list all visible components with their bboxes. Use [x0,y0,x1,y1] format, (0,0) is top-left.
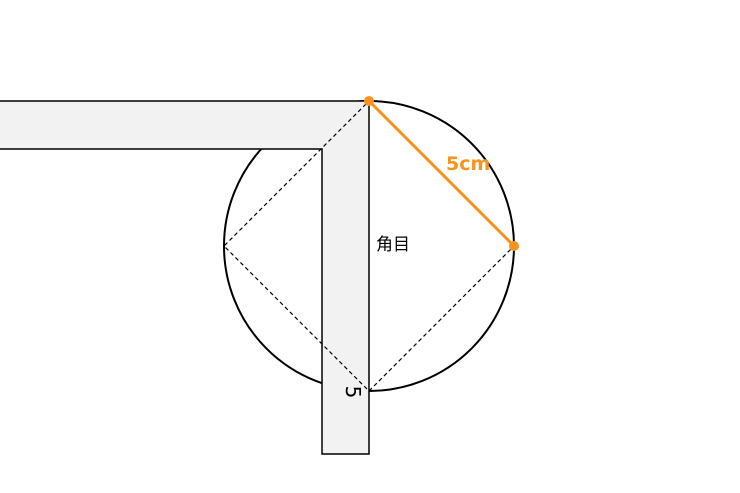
highlight-side [367,99,516,248]
kakume-label: 角目 [376,235,410,255]
ruler-body [0,100,370,455]
vertex-dot-right [509,241,519,251]
ruler-digit-label: 5 [341,386,365,399]
carpenter-square-icon [0,100,370,455]
vertex-dot-top [364,96,374,106]
side-length-label: 5cm [446,153,490,175]
